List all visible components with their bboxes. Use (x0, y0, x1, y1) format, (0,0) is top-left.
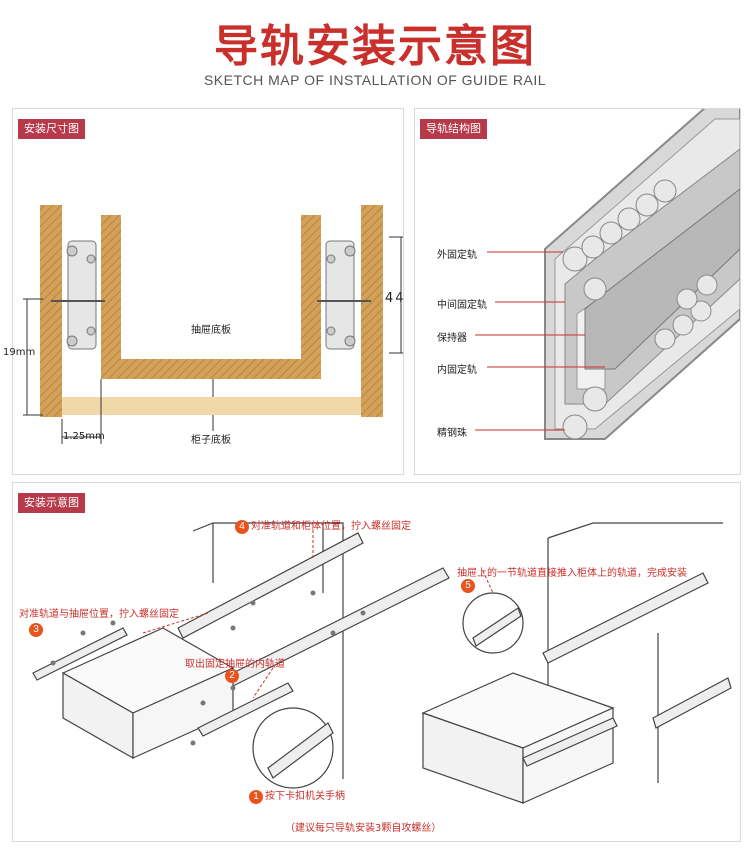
detail-zoom-circle (252, 707, 334, 789)
structure-panel-tag: 导轨结构图 (420, 119, 487, 139)
cabinet-bottom-label: 柜子底板 (191, 435, 231, 446)
left-rail (51, 240, 105, 350)
step1-text: 按下卡扣机关手柄 (265, 791, 345, 802)
cabinet-rail-lower (212, 567, 450, 694)
cabinet-rail-upper (177, 532, 364, 639)
cabinet-left-wall (40, 205, 62, 417)
dim-side-label: 44 (385, 291, 406, 306)
drawer-bottom-label: 抽屉底板 (191, 325, 231, 336)
label-steel-ball: 精钢珠 (437, 428, 467, 439)
page-title: 导轨安装示意图 (214, 21, 536, 72)
step3-badge-wrap: 3 (29, 623, 45, 637)
drawer-left-side (101, 215, 121, 375)
step2-text-label: 取出固定抽屉的内轨道 (185, 659, 285, 670)
cabinet-frame-left (192, 522, 344, 779)
structure-panel: 导轨结构图 外固定轨 中间固定轨 保持器 内固定轨 精钢珠 (414, 108, 741, 475)
cabinet-right-wall (361, 205, 383, 417)
drawer-rail-inner (197, 682, 294, 737)
install-note: （建议每只导轨安装3颗自攻螺丝） (285, 823, 442, 834)
rail-cross-section (475, 109, 740, 440)
step3-text-label: 对准轨道与抽屉位置，拧入螺丝固定 (19, 609, 179, 620)
install-panel-tag: 安装示意图 (18, 493, 85, 513)
drawer-right-side (301, 215, 321, 375)
label-retainer: 保持器 (437, 333, 467, 344)
size-panel: 安装尺寸图 (3, 108, 406, 475)
install-diagram (32, 522, 732, 804)
step2-badge-wrap: 2 (225, 669, 241, 683)
step4-badge: 4 (235, 520, 249, 534)
step2-badge: 2 (225, 669, 239, 683)
label-middle-rail: 中间固定轨 (437, 300, 487, 311)
step3-badge: 3 (29, 623, 43, 637)
label-outer-rail: 外固定轨 (437, 250, 477, 261)
step1-badge: 1 (249, 790, 263, 804)
install-panel: 安装示意图 (12, 482, 741, 842)
dim-gap-label: 1.25mm (63, 431, 105, 442)
page-subtitle: SKETCH MAP OF INSTALLATION OF GUIDE RAIL (203, 72, 547, 88)
step5-badge: 5 (461, 579, 475, 593)
step4-text: 对准轨道和柜体位置，拧入螺丝固定 (251, 521, 411, 532)
label-inner-rail: 内固定轨 (437, 365, 477, 376)
cabinet-bottom-board (62, 397, 361, 415)
cabinet-rail-right (542, 572, 709, 664)
size-panel-tag: 安装尺寸图 (18, 119, 85, 139)
drawer-rail-left (32, 627, 128, 681)
inner-rail (584, 188, 740, 370)
dim-height-label: 19mm (3, 347, 36, 358)
cabinet-frame-right (547, 522, 723, 539)
step5-badge-wrap: 5 (461, 579, 477, 593)
right-rail (317, 240, 371, 350)
drawer-bottom-board (101, 359, 321, 379)
steel-balls (562, 179, 718, 440)
step5-text-label: 抽屉上的一节轨道直接推入柜体上的轨道，完成安装 (457, 568, 687, 579)
size-diagram (23, 205, 403, 444)
